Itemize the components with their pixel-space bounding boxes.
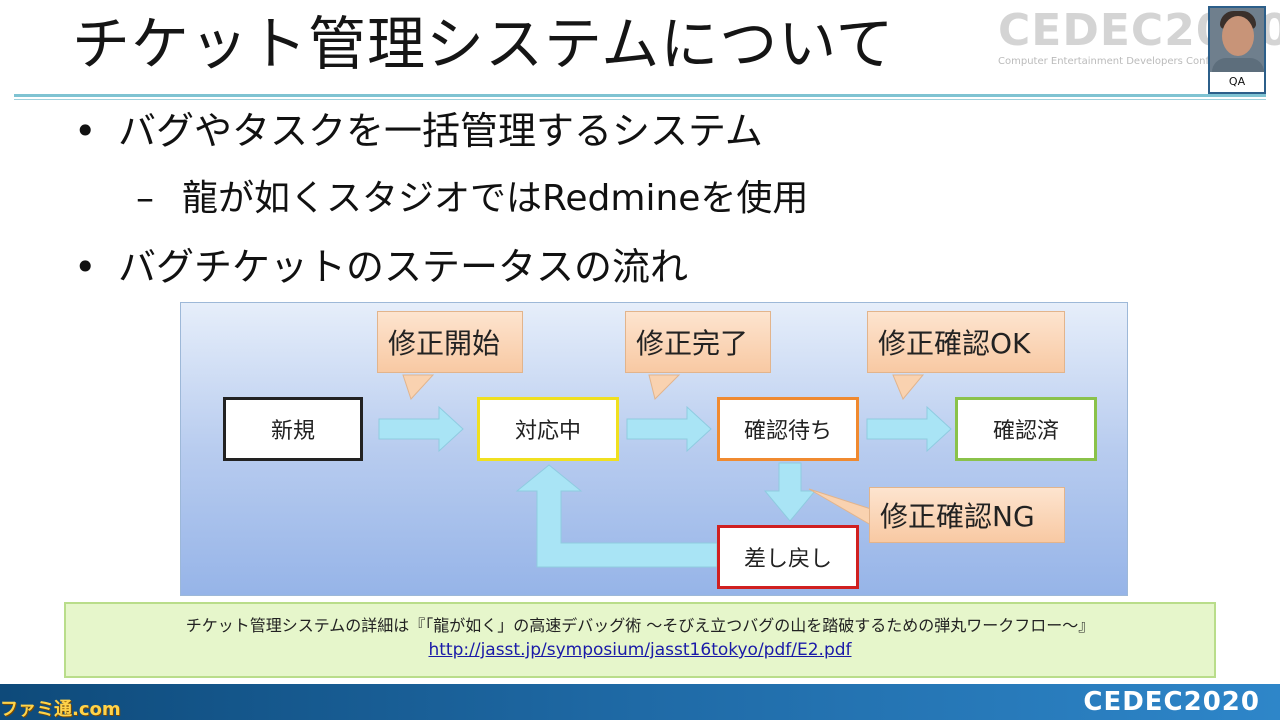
bottom-bar: CEDEC2020 — [0, 684, 1280, 720]
arrow-down-icon — [763, 462, 817, 522]
arrow-right-icon — [866, 405, 952, 453]
callout-pointer — [892, 374, 925, 400]
cedec-logo-subtitle: Computer Entertainment Developers Confer… — [998, 56, 1244, 67]
status-flow-diagram: 新規 対応中 確認待ち 確認済 差し戻し 修正開始 修正完了 修正確認OK 修正… — [180, 302, 1128, 596]
callout-pointer — [648, 374, 681, 400]
reference-text: チケット管理システムの詳細は『「龍が如く」の高速デバッグ術 ～そびえ立つバグの山… — [185, 616, 1095, 635]
status-new: 新規 — [223, 397, 363, 461]
presenter-face — [1222, 16, 1254, 56]
sub-bullet-mark: – — [136, 178, 154, 219]
reference-box: チケット管理システムの詳細は『「龍が如く」の高速デバッグ術 ～そびえ立つバグの山… — [64, 602, 1216, 678]
status-confirmed: 確認済 — [955, 397, 1097, 461]
title-divider-thin — [14, 99, 1266, 100]
bullet-1: • バグやタスクを一括管理するシステム — [74, 108, 763, 154]
arrow-return-icon — [515, 464, 718, 568]
cedec-logo-bottom: CEDEC2020 — [1083, 687, 1260, 717]
status-in-progress: 対応中 — [477, 397, 619, 461]
slide-title: チケット管理システムについて — [72, 10, 895, 78]
bullet-3-text: バグチケットのステータスの流れ — [118, 245, 689, 289]
bullet-mark: • — [74, 109, 97, 153]
flow-arrows — [378, 374, 952, 568]
title-divider — [14, 94, 1266, 97]
bullet-2: –龍が如くスタジオではRedmineを使用 — [136, 176, 808, 222]
callout-pointer — [402, 374, 435, 400]
callout-fix-done: 修正完了 — [625, 311, 771, 373]
bullet-mark: • — [74, 245, 97, 289]
callout-check-ok: 修正確認OK — [867, 311, 1065, 373]
bullet-2-text: 龍が如くスタジオではRedmineを使用 — [182, 178, 809, 219]
status-awaiting-check: 確認待ち — [717, 397, 859, 461]
arrow-right-icon — [378, 405, 464, 453]
callout-check-ng: 修正確認NG — [869, 487, 1065, 543]
callout-pointer — [808, 488, 872, 526]
arrow-right-icon — [626, 405, 712, 453]
presenter-label: QA — [1210, 72, 1264, 92]
reference-link[interactable]: http://jasst.jp/symposium/jasst16tokyo/p… — [428, 640, 852, 660]
presenter-video: QA — [1208, 6, 1266, 94]
famitsu-watermark: ファミ通.com — [0, 699, 121, 720]
bullet-3: • バグチケットのステータスの流れ — [74, 244, 688, 290]
bullet-1-text: バグやタスクを一括管理するシステム — [118, 109, 763, 153]
callout-start-fix: 修正開始 — [377, 311, 523, 373]
status-returned: 差し戻し — [717, 525, 859, 589]
